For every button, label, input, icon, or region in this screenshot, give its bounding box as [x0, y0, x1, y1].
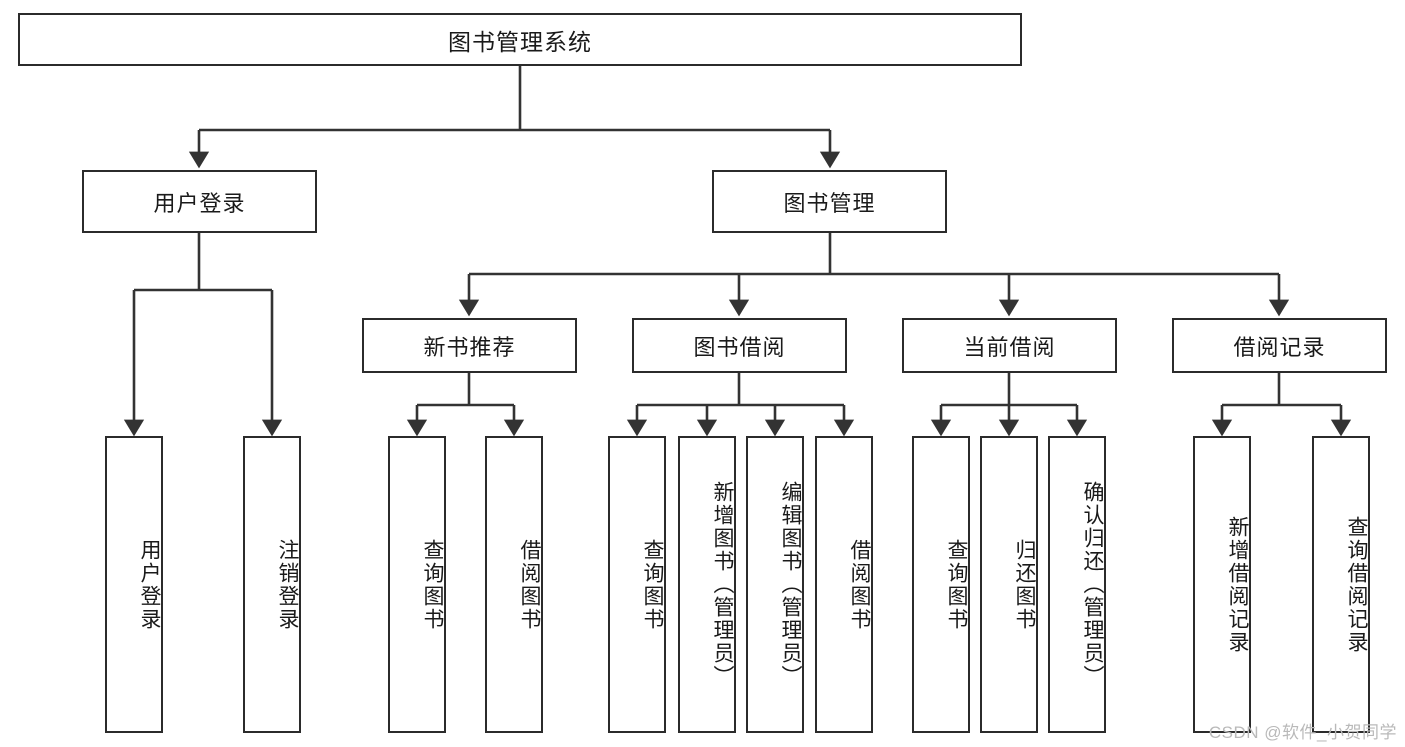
node-book-management[interactable]: 图书管理 — [712, 170, 947, 233]
leaf-borrow-record-query-record[interactable]: 查询借阅记录 — [1312, 436, 1370, 733]
leaf-current-borrow-query-book[interactable]: 查询图书 — [912, 436, 970, 733]
leaf-book-borrow-query-book[interactable]: 查询图书 — [608, 436, 666, 733]
node-label: 查询借阅记录 — [1345, 515, 1368, 654]
node-root-book-management-system[interactable]: 图书管理系统 — [18, 13, 1022, 66]
node-label: 编辑图书（管理员） — [779, 481, 802, 688]
node-label: 新书推荐 — [423, 334, 516, 360]
node-label: 借阅图书 — [848, 538, 871, 631]
leaf-book-borrow-add-book-admin[interactable]: 新增图书（管理员） — [678, 436, 736, 733]
node-borrow-record[interactable]: 借阅记录 — [1172, 318, 1387, 373]
node-user-login[interactable]: 用户登录 — [82, 170, 317, 233]
node-label: 图书借阅 — [693, 334, 786, 360]
leaf-book-borrow-borrow-book[interactable]: 借阅图书 — [815, 436, 873, 733]
node-book-borrow[interactable]: 图书借阅 — [632, 318, 847, 373]
leaf-borrow-record-add-record[interactable]: 新增借阅记录 — [1193, 436, 1251, 733]
node-label: 当前借阅 — [963, 334, 1056, 360]
node-label: 借阅记录 — [1233, 334, 1326, 360]
node-label: 图书管理 — [783, 190, 876, 216]
leaf-new-book-query-book[interactable]: 查询图书 — [388, 436, 446, 733]
leaf-user-login-login[interactable]: 用户登录 — [105, 436, 163, 733]
node-label: 注销登录 — [276, 538, 299, 631]
node-new-book-recommend[interactable]: 新书推荐 — [362, 318, 577, 373]
node-current-borrow[interactable]: 当前借阅 — [902, 318, 1117, 373]
leaf-book-borrow-edit-book-admin[interactable]: 编辑图书（管理员） — [746, 436, 804, 733]
node-label: 归还图书 — [1013, 538, 1036, 631]
node-label: 新增图书（管理员） — [711, 481, 734, 688]
leaf-current-borrow-return-book[interactable]: 归还图书 — [980, 436, 1038, 733]
csdn-watermark: CSDN @软件_小贺同学 — [1208, 723, 1397, 742]
leaf-current-borrow-confirm-return-admin[interactable]: 确认归还（管理员） — [1048, 436, 1106, 733]
node-label: 查询图书 — [641, 538, 664, 631]
leaf-user-login-logout[interactable]: 注销登录 — [243, 436, 301, 733]
node-label: 查询图书 — [421, 538, 444, 631]
node-label: 用户登录 — [153, 190, 246, 216]
node-label: 新增借阅记录 — [1226, 515, 1249, 654]
leaf-new-book-borrow-book[interactable]: 借阅图书 — [485, 436, 543, 733]
node-label: 确认归还（管理员） — [1081, 481, 1104, 688]
node-label: 用户登录 — [138, 538, 161, 631]
node-label: 图书管理系统 — [448, 28, 592, 55]
node-label: 借阅图书 — [518, 538, 541, 631]
node-label: 查询图书 — [945, 538, 968, 631]
